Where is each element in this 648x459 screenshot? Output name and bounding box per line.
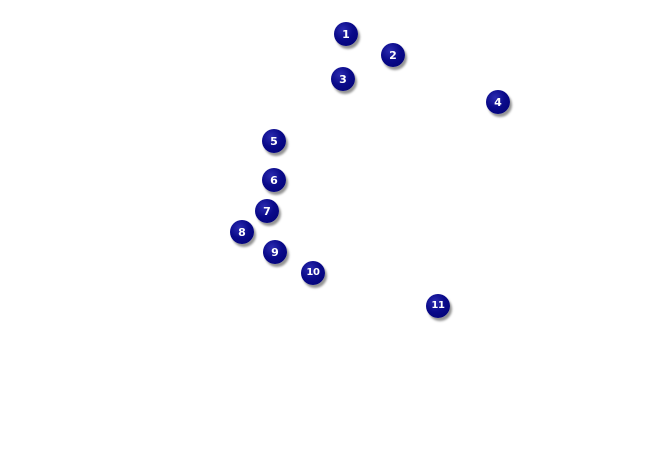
marker-5[interactable]: 5 [262, 129, 286, 153]
marker-3[interactable]: 3 [331, 67, 355, 91]
marker-7[interactable]: 7 [255, 199, 279, 223]
marker-9[interactable]: 9 [263, 240, 287, 264]
marker-8[interactable]: 8 [230, 220, 254, 244]
marker-10[interactable]: 10 [301, 261, 325, 285]
marker-6[interactable]: 6 [262, 168, 286, 192]
marker-11[interactable]: 11 [426, 294, 450, 318]
marker-2[interactable]: 2 [381, 43, 405, 67]
marker-4[interactable]: 4 [486, 90, 510, 114]
marker-1[interactable]: 1 [334, 22, 358, 46]
